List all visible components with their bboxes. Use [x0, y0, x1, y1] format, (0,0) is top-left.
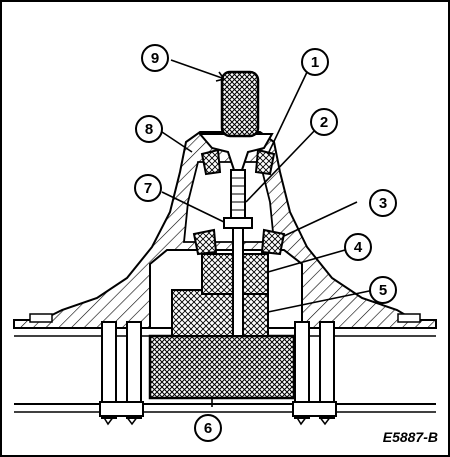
callout-circle [369, 276, 397, 304]
axle-tube [14, 313, 436, 413]
leader-lines [161, 59, 375, 407]
handle-knob [220, 70, 260, 138]
right-clamp [292, 321, 337, 426]
callout-number: 7 [144, 180, 152, 197]
callout-circle [194, 414, 222, 442]
callout-number: 6 [204, 420, 212, 437]
callout-number: 2 [320, 114, 328, 131]
callout-7: 7 [134, 174, 162, 202]
callout-4: 4 [344, 233, 372, 261]
callout-number: 3 [379, 195, 387, 212]
left-clamp [99, 321, 144, 426]
figure-code: E5887-B [383, 429, 438, 445]
callout-number: 9 [151, 50, 159, 67]
callout-1: 1 [301, 48, 329, 76]
callout-circle [310, 108, 338, 136]
callout-6: 6 [194, 414, 222, 442]
callout-circle [141, 44, 169, 72]
upper-cup [197, 133, 274, 171]
callout-number: 4 [354, 239, 363, 256]
callout-3: 3 [369, 189, 397, 217]
forcing-screw [223, 169, 253, 337]
callout-circle [135, 115, 163, 143]
callout-number: 5 [379, 282, 387, 299]
callout-circle [344, 233, 372, 261]
callout-circle [301, 48, 329, 76]
callout-circle [134, 174, 162, 202]
callout-number: 1 [311, 54, 319, 71]
callout-9: 9 [141, 44, 169, 72]
lower-bearing [192, 228, 286, 256]
support-block [148, 334, 296, 400]
callout-8: 8 [135, 115, 163, 143]
callout-number: 8 [145, 121, 153, 138]
stepped-adapter [171, 253, 269, 337]
callout-5: 5 [369, 276, 397, 304]
callout-2: 2 [310, 108, 338, 136]
callout-circle [369, 189, 397, 217]
